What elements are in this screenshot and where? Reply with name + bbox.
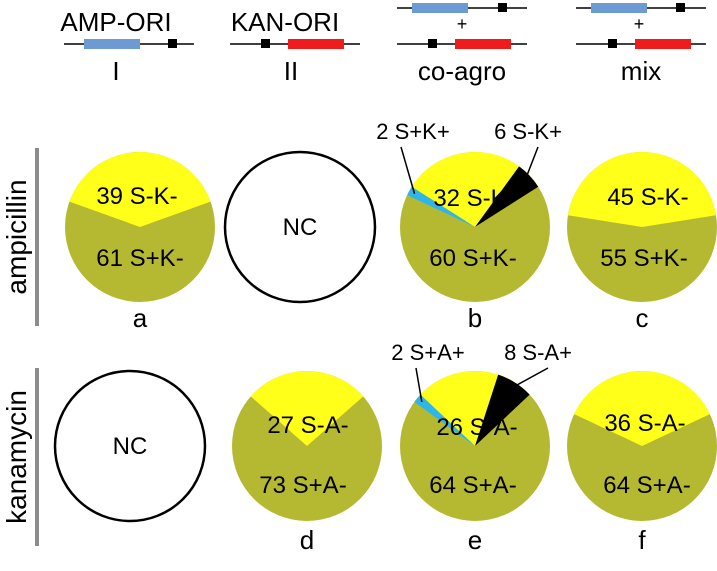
construct-sublabel-mix: mix: [621, 56, 661, 86]
pie-slice-S-A-: [250, 370, 364, 446]
row-label-kanamycin-group: kanamycin: [1, 368, 39, 546]
slice-label: 2 S+A+: [391, 340, 464, 365]
kan-gene-bar: [288, 39, 344, 49]
slice-label: 64 S+A-: [603, 472, 690, 499]
slice-label: 6 S-K+: [494, 119, 562, 144]
leader-line: [415, 367, 423, 403]
nc-circle: [223, 150, 377, 304]
pie-slice-S+A+: [414, 394, 475, 446]
pie-chart-c: 45 S-K- 55 S+K-c: [567, 151, 717, 333]
kan-gene-bar: [635, 39, 691, 49]
nc-circle: [53, 369, 207, 523]
marker-square: [608, 39, 617, 48]
construct-sublabel-co-agro: co-agro: [418, 56, 506, 86]
amp-gene-bar: [412, 3, 468, 13]
marker-square: [261, 39, 270, 48]
slice-label: 36 S-A-: [604, 410, 685, 437]
plus-sign: +: [634, 14, 645, 34]
slice-label: 61 S+K-: [96, 245, 183, 272]
slice-label: 55 S+K-: [600, 245, 687, 272]
panel-letter: e: [468, 525, 482, 555]
slice-label: 2 S+K+: [376, 119, 449, 144]
pie-slice-S-K+: [475, 166, 539, 227]
slice-label: 60 S+K-: [429, 245, 516, 272]
panel-letter: f: [638, 525, 646, 555]
panel-letter: c: [636, 303, 649, 333]
pie-slice-S+K+: [407, 186, 475, 227]
nc-label: NC: [283, 214, 318, 241]
pie-slice-S-A-: [574, 371, 710, 446]
amp-gene-bar: [591, 3, 647, 13]
slice-label: 32 S-K-: [433, 185, 514, 212]
panel-letter: a: [133, 303, 148, 333]
row-divider-bar: [35, 148, 39, 326]
row-label-ampicillin-group: ampicillin: [1, 148, 39, 326]
marker-square: [428, 39, 437, 48]
pie-chart-f: 36 S-A- 64 S+A-f: [567, 371, 717, 555]
construct-kan-ori: KAN-ORI II: [230, 7, 360, 86]
pie-slice-S-A+: [475, 374, 530, 446]
construct-co-agro: + co-agro: [397, 3, 527, 86]
pie-slice-S-K-: [567, 151, 717, 227]
pie-chart-nc-1: NC: [223, 150, 377, 304]
leader-line: [511, 367, 549, 389]
slice-label: 73 S+A-: [259, 472, 346, 499]
marker-square: [498, 3, 507, 12]
slice-label: 64 S+A-: [429, 472, 516, 499]
construct-legend: AMP-ORI I KAN-ORI II + co-agro: [60, 3, 706, 86]
slice-label: 8 S-A+: [504, 340, 572, 365]
plus-sign: +: [457, 14, 468, 34]
marker-square: [168, 39, 177, 48]
row-divider-bar: [35, 368, 39, 546]
pie-chart-nc-4: NC: [53, 369, 207, 523]
pie-chart-d: 27 S-A- 73 S+A-d: [232, 370, 382, 555]
pie-chart-a: 39 S-K- 61 S+K-a: [65, 151, 215, 333]
row-label-ampicillin: ampicillin: [1, 179, 32, 294]
slice-label: 45 S-K-: [607, 184, 688, 211]
construct-mix: + mix: [576, 3, 706, 86]
panel-letter: d: [300, 525, 314, 555]
leader-line: [524, 146, 539, 181]
pie-chart-b: 32 S-K- 60 S+K- 2 S+K+ 6 S-K+ b: [376, 119, 562, 333]
construct-amp-ori: AMP-ORI I: [60, 7, 194, 86]
slice-label: 26 S-A-: [436, 414, 517, 441]
construct-label-amp-ori: AMP-ORI: [60, 7, 171, 37]
kan-gene-bar: [455, 39, 511, 49]
panel-letter: b: [468, 303, 482, 333]
slice-label: 27 S-A-: [267, 412, 348, 439]
amp-gene-bar: [84, 39, 140, 49]
construct-label-kan-ori: KAN-ORI: [231, 7, 339, 37]
pie-slice-S-K-: [69, 151, 211, 227]
slice-label: 39 S-K-: [96, 183, 177, 210]
construct-sublabel-i: I: [112, 56, 119, 86]
nc-label: NC: [113, 433, 148, 460]
pie-slice-S-K-: [411, 152, 539, 227]
marker-square: [676, 3, 685, 12]
leader-line: [400, 146, 416, 194]
construct-sublabel-ii: II: [284, 56, 298, 86]
pie-chart-e: 26 S-A- 64 S+A- 2 S+A+ 8 S-A+ e: [391, 340, 572, 555]
row-label-kanamycin: kanamycin: [1, 390, 32, 524]
